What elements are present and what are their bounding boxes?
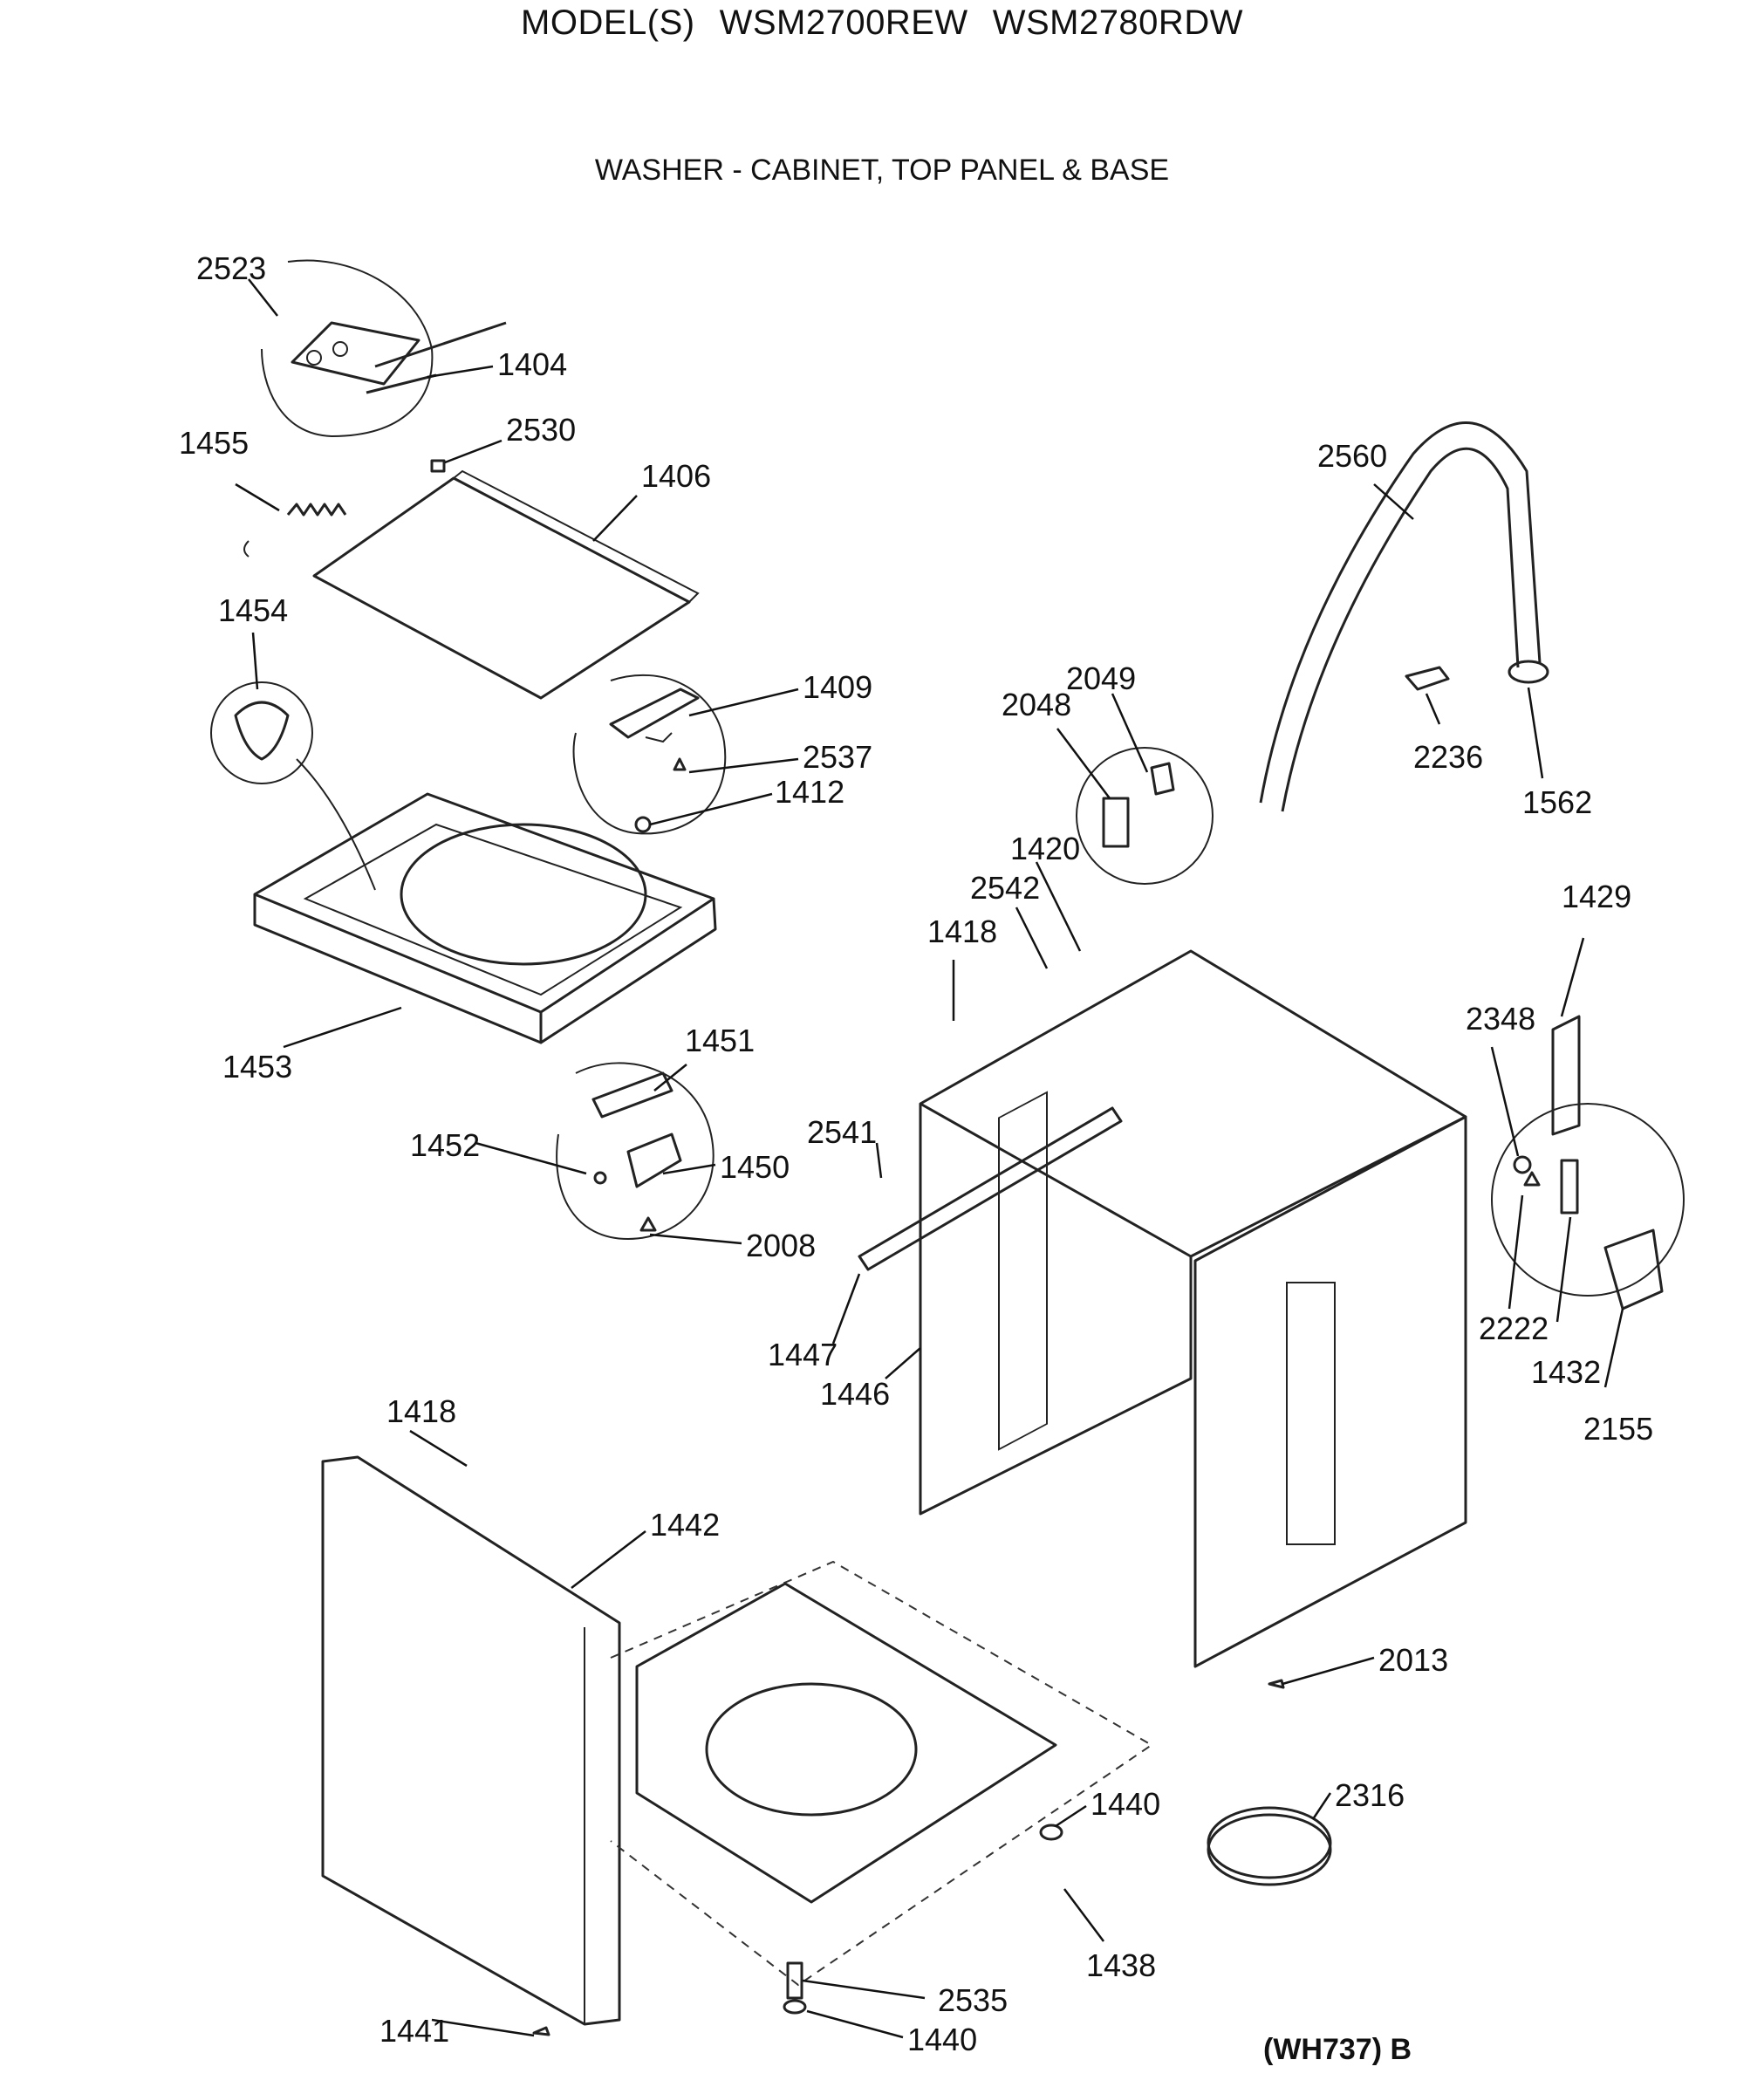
leader-lines xyxy=(235,278,1624,2039)
callout-1440-lower: 1440 xyxy=(907,2022,977,2057)
callout-2316: 2316 xyxy=(1335,1777,1405,1813)
model-number-1: WSM2700REW xyxy=(719,3,968,42)
callout-1440-upper: 1440 xyxy=(1091,1786,1160,1822)
drawing-code: (WH737) B xyxy=(1263,2033,1412,2066)
callout-1418-upper: 1418 xyxy=(927,914,997,949)
callout-2049: 2049 xyxy=(1066,660,1136,696)
callout-1442: 1442 xyxy=(650,1507,720,1543)
callout-1404: 1404 xyxy=(497,346,567,382)
callout-1562: 1562 xyxy=(1522,784,1592,820)
callout-2535: 2535 xyxy=(938,1982,1008,2018)
callout-2523: 2523 xyxy=(196,250,266,286)
callout-2541: 2541 xyxy=(807,1114,877,1150)
front-screw xyxy=(532,2026,550,2036)
callout-1420: 1420 xyxy=(1010,831,1080,866)
washer-base xyxy=(610,1560,1153,1987)
callout-1450: 1450 xyxy=(720,1149,790,1185)
callout-2048: 2048 xyxy=(1002,687,1071,722)
callout-1447: 1447 xyxy=(768,1337,838,1372)
callout-1406: 1406 xyxy=(641,458,711,494)
callout-2222: 2222 xyxy=(1479,1310,1549,1346)
callout-1452: 1452 xyxy=(410,1127,480,1163)
model-header: MODEL(S) WSM2700REW WSM2780RDW xyxy=(0,3,1764,43)
callout-1412: 1412 xyxy=(775,774,844,810)
callout-1438: 1438 xyxy=(1086,1947,1156,1983)
hinge-bracket-detail xyxy=(556,1062,714,1241)
washer-lid xyxy=(312,469,700,700)
lid-switch-detail xyxy=(572,674,727,835)
water-valve-detail xyxy=(1491,1015,1685,1310)
callout-1446: 1446 xyxy=(820,1376,890,1412)
base-ring xyxy=(1207,1806,1332,1886)
cabinet-screw xyxy=(1268,1679,1285,1689)
callout-2560: 2560 xyxy=(1317,438,1387,474)
callout-2537: 2537 xyxy=(803,739,872,775)
callout-1432: 1432 xyxy=(1531,1354,1601,1390)
drain-hose xyxy=(1259,421,1549,812)
callout-1429: 1429 xyxy=(1562,879,1631,914)
lid-nut xyxy=(430,459,446,473)
callout-1453: 1453 xyxy=(222,1049,292,1085)
front-panel xyxy=(321,1455,621,2026)
lid-hinge-detail xyxy=(261,259,507,438)
gasket-detail xyxy=(210,681,376,891)
callout-2542: 2542 xyxy=(970,870,1040,906)
callout-1454: 1454 xyxy=(218,592,288,628)
model-number-2: WSM2780RDW xyxy=(992,3,1243,42)
callout-1441: 1441 xyxy=(379,2013,449,2049)
leveling-leg xyxy=(783,1961,807,2015)
foot-pad xyxy=(1039,1824,1063,1841)
callout-2155: 2155 xyxy=(1583,1411,1653,1447)
callout-2530: 2530 xyxy=(506,412,576,448)
callout-2348: 2348 xyxy=(1466,1001,1535,1037)
top-panel xyxy=(253,792,717,1044)
callout-1409: 1409 xyxy=(803,669,872,705)
hose-clip xyxy=(1405,666,1450,691)
lid-spring xyxy=(243,503,347,558)
callout-1418-lower: 1418 xyxy=(386,1393,456,1429)
callout-1451: 1451 xyxy=(685,1023,755,1058)
cabinet-wrapper xyxy=(919,949,1467,1668)
model-prefix: MODEL(S) xyxy=(521,3,695,42)
cabinet-brace xyxy=(858,1106,1123,1271)
callout-2008: 2008 xyxy=(746,1228,816,1263)
callout-1455: 1455 xyxy=(179,425,249,461)
callout-2013: 2013 xyxy=(1378,1642,1448,1678)
mounting-detail xyxy=(1076,747,1214,885)
diagram-subtitle: WASHER - CABINET, TOP PANEL & BASE xyxy=(594,154,1170,187)
callout-2236: 2236 xyxy=(1413,739,1483,775)
